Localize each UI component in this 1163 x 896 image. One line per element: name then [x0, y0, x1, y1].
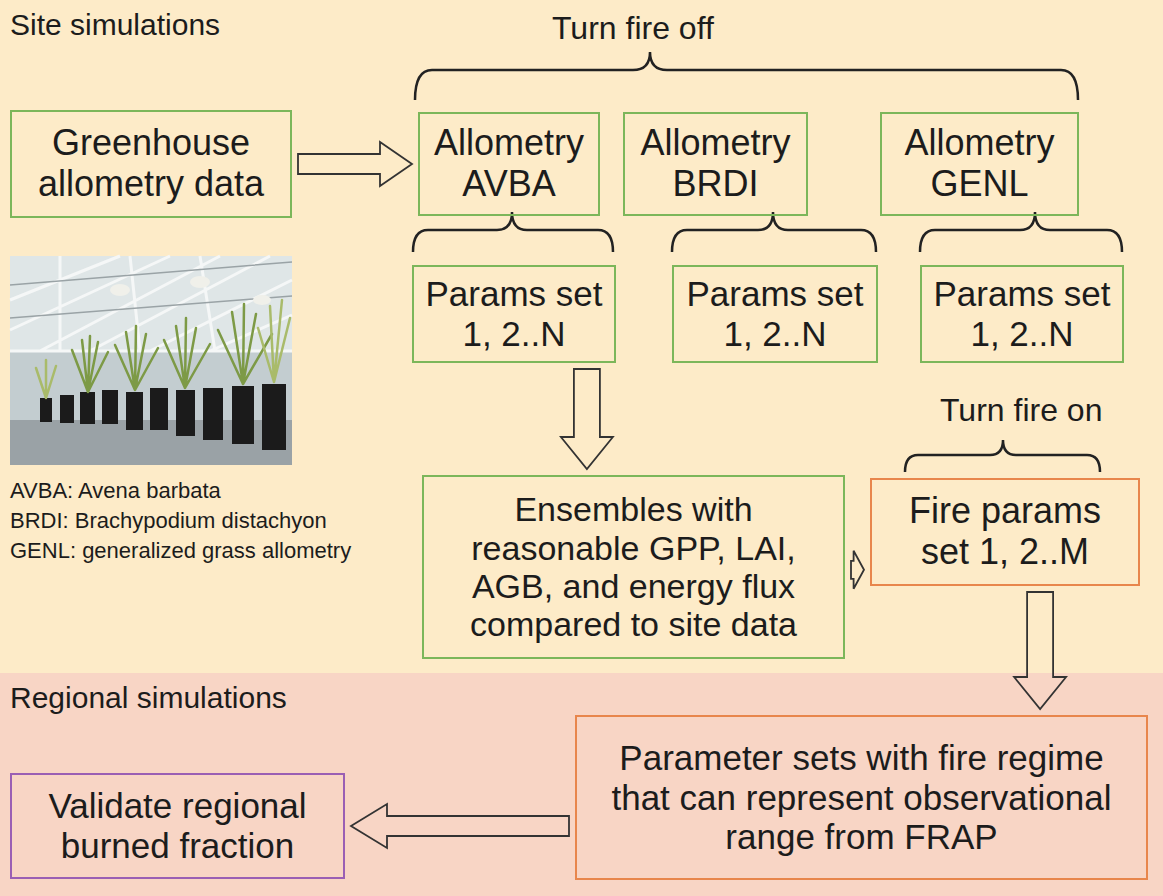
pot	[203, 388, 223, 440]
brace-group	[413, 52, 1122, 472]
process-box: Greenhouse allometry data	[10, 110, 292, 218]
annotation-label: Turn fire off	[552, 10, 714, 47]
regional-band-fill	[0, 673, 1163, 896]
block-arrow	[851, 551, 864, 589]
process-box: Fire params set 1, 2..M	[870, 478, 1140, 586]
brace	[920, 212, 1122, 252]
box-label: Allometry AVBA	[428, 123, 590, 204]
pot-row	[40, 384, 286, 450]
roof-beam	[10, 262, 292, 318]
annotation-label: GENL: generalized grass allometry	[10, 538, 351, 563]
box-label: Params set 1, 2..N	[420, 274, 608, 353]
block-arrow	[298, 142, 412, 186]
brace	[672, 212, 876, 252]
site-band-fill	[0, 0, 1163, 673]
block-arrow	[1014, 592, 1066, 709]
section-band: Regional simulationsParameter sets with …	[0, 673, 1163, 896]
process-box: Parameter sets with fire regime that can…	[575, 715, 1148, 880]
box-label: Fire params set 1, 2..M	[885, 491, 1125, 572]
grass-tuft	[115, 326, 158, 390]
pot	[126, 392, 143, 430]
brace	[905, 440, 1100, 472]
box-label: Params set 1, 2..N	[680, 274, 870, 353]
box-label: Allometry GENL	[890, 123, 1069, 204]
grass-tufts	[36, 300, 290, 398]
roof-frame	[10, 256, 292, 351]
box-label: Ensembles with reasonable GPP, LAI, AGB,…	[444, 490, 824, 644]
process-box: Params set 1, 2..N	[672, 265, 878, 363]
grass-tuft	[258, 300, 290, 382]
pot	[60, 395, 74, 423]
pot	[262, 384, 286, 450]
box-label: Validate regional burned fraction	[22, 786, 333, 865]
photo-roof	[10, 256, 292, 351]
greenhouse-photo	[10, 256, 292, 465]
section-band: Site simulationsGreenhouse allometry dat…	[0, 0, 1163, 673]
process-box: Params set 1, 2..N	[412, 265, 616, 363]
box-label: Params set 1, 2..N	[928, 274, 1116, 353]
block-arrow	[561, 369, 613, 469]
annotation-label: BRDI: Brachypodium distachyon	[10, 508, 327, 533]
process-box: Ensembles with reasonable GPP, LAI, AGB,…	[422, 475, 845, 659]
process-box: Validate regional burned fraction	[10, 773, 345, 879]
brace	[415, 52, 1078, 100]
grass-tuft	[36, 360, 56, 398]
process-box: Allometry GENL	[880, 112, 1079, 216]
box-label: Parameter sets with fire regime that can…	[602, 738, 1122, 857]
process-box: Params set 1, 2..N	[920, 265, 1124, 363]
grass-tuft	[164, 318, 210, 388]
process-box: Allometry AVBA	[418, 112, 600, 216]
annotation-label: Turn fire on	[940, 392, 1102, 429]
section-title: Site simulations	[10, 8, 220, 43]
block-arrow	[351, 804, 569, 848]
pot	[80, 392, 95, 424]
lamp	[110, 284, 130, 296]
section-title: Regional simulations	[10, 681, 287, 716]
pot	[40, 398, 52, 422]
grass-tuft	[72, 336, 108, 392]
brace	[413, 212, 613, 252]
lamp	[253, 295, 271, 305]
photo-ground	[10, 256, 292, 465]
pot	[102, 390, 118, 424]
process-box: Allometry BRDI	[623, 112, 808, 216]
pot	[232, 386, 254, 444]
annotation-label: AVBA: Avena barbata	[10, 478, 221, 503]
lamp	[190, 276, 210, 288]
pot	[150, 388, 168, 430]
box-label: Greenhouse allometry data	[22, 123, 280, 204]
pot	[176, 390, 195, 436]
box-label: Allometry BRDI	[633, 123, 798, 204]
